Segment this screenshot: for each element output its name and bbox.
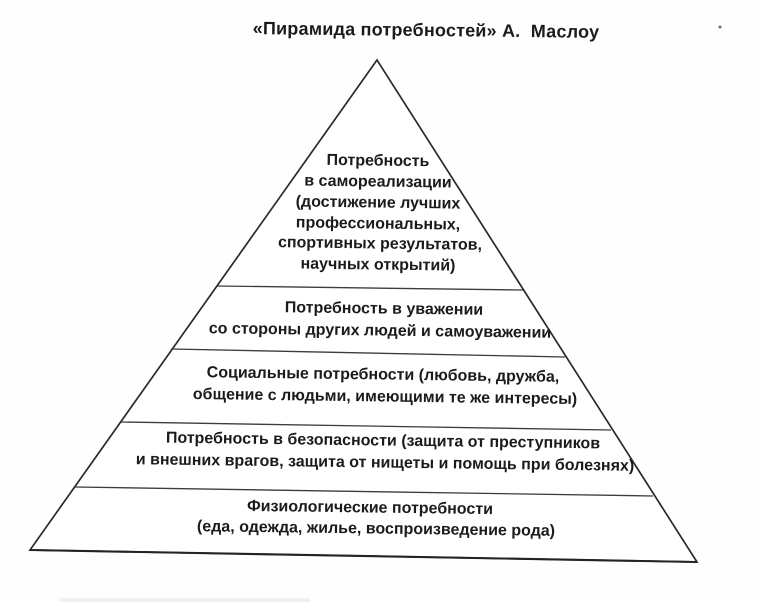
level-self-actualization-line-3: (достижение лучших (296, 193, 461, 212)
level-physiological-line-2: (еда, одежда, жилье, воспроизведение род… (197, 518, 555, 540)
level-esteem-line-1: Потребность в уважении (285, 299, 484, 319)
divider-line-3 (120, 421, 612, 431)
level-self-actualization-line-5: спортивных результатов, (278, 234, 482, 254)
level-self-actualization-line-1: Потребность (326, 152, 429, 170)
scan-speck (718, 25, 722, 29)
level-esteem-line-2: со стороны других людей и самоуважении (209, 320, 552, 341)
divider-line-2 (170, 348, 566, 358)
level-physiological-line-1: Физиологические потребности (247, 498, 493, 518)
diagram-title: «Пирамида потребностей» А. Маслоу (253, 18, 600, 42)
level-self-actualization-line-4: профессиональных, (296, 214, 461, 233)
level-safety-line-2: и внешних врагов, защита от нищеты и пом… (136, 451, 635, 475)
pyramid-base-line (29, 548, 698, 564)
divider-line-1 (216, 285, 524, 291)
level-social-line-1: Социальные потребности (любовь, дружба, (207, 364, 560, 386)
divider-line-4 (74, 486, 654, 497)
level-safety-line-1: Потребность в безопасности (защита от пр… (166, 430, 601, 453)
level-social-line-2: общение с людьми, имеющими те же интерес… (193, 386, 578, 408)
level-self-actualization-line-2: в самореализации (304, 173, 452, 192)
level-self-actualization-line-6: научных открытий) (300, 255, 455, 274)
scan-edge-smudge (60, 598, 310, 602)
